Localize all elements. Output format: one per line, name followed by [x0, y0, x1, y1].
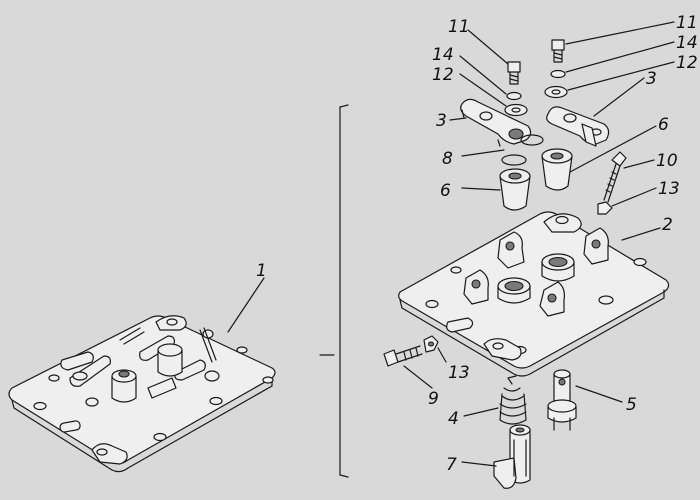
callout-5: 5 — [626, 395, 637, 415]
bolt-9 — [383, 345, 423, 367]
callout-labels: 1 2 3 3 4 5 6 6 7 8 9 10 11 11 12 12 13 … — [256, 13, 698, 475]
assembled-base-plate — [8, 315, 276, 465]
callout-12-left: 12 — [432, 65, 454, 85]
rod-nut — [597, 201, 613, 215]
lever-left — [460, 98, 532, 147]
callout-3-right: 3 — [646, 69, 657, 89]
tie-rod — [603, 151, 627, 203]
callout-13-right: 13 — [658, 179, 680, 199]
callout-3-left: 3 — [436, 111, 447, 131]
callout-11-left: 11 — [448, 17, 470, 37]
leader-lines — [227, 21, 675, 467]
callout-10: 10 — [656, 151, 678, 171]
callout-9: 9 — [428, 389, 439, 409]
callout-7: 7 — [446, 455, 457, 475]
washer-14-right — [550, 69, 566, 79]
bushing-right — [541, 148, 573, 191]
washer-12-left — [504, 103, 528, 117]
callout-8: 8 — [442, 149, 453, 169]
crank-lever — [493, 424, 531, 489]
callout-14-left: 14 — [432, 45, 454, 65]
assembled-plate-holes — [33, 346, 274, 442]
lever-right — [546, 106, 610, 147]
callout-14-right: 14 — [676, 33, 698, 53]
washer-14-left — [506, 91, 522, 101]
assembled-unit — [8, 315, 276, 473]
callout-12-right: 12 — [676, 53, 698, 73]
callout-4: 4 — [448, 409, 459, 429]
spring — [499, 375, 527, 425]
callout-13-lower: 13 — [448, 363, 470, 383]
callout-6-right: 6 — [658, 115, 669, 135]
callout-6-left: 6 — [440, 181, 451, 201]
bolt-left — [507, 61, 521, 85]
nut-13 — [423, 335, 439, 353]
separator-line — [319, 104, 349, 478]
o-ring-upper — [520, 134, 544, 146]
washer-12-right — [544, 85, 568, 99]
bolt-right — [551, 39, 565, 63]
o-ring-lower — [501, 154, 527, 166]
callout-2: 2 — [662, 215, 673, 235]
callout-11-right: 11 — [676, 13, 698, 33]
pin — [547, 369, 577, 431]
base-plate — [398, 211, 670, 377]
bushing-left — [499, 168, 531, 211]
callout-1: 1 — [256, 261, 267, 281]
